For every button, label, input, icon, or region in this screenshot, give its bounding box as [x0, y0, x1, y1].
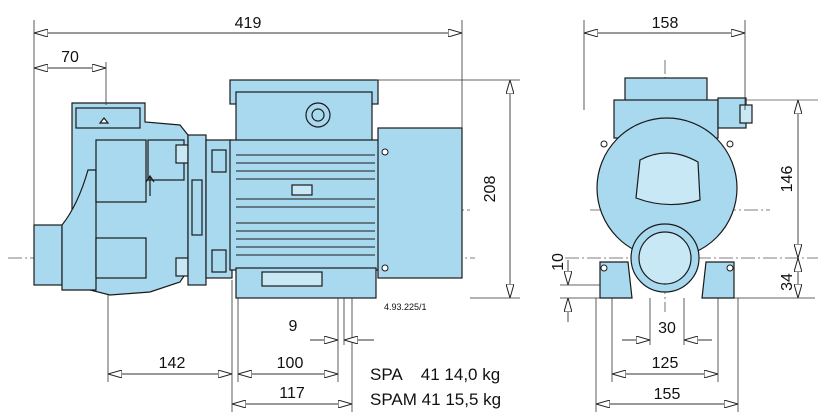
dimension-lines: [34, 33, 510, 404]
dim-foot-thickness: 10: [550, 253, 567, 271]
front-view: [560, 20, 818, 412]
motor-fins: [236, 154, 375, 256]
dim-base-height: 34: [779, 273, 796, 291]
dim-base-width: 155: [654, 386, 681, 403]
front-extension-lines: [560, 20, 815, 412]
drawing-reference: 4.93.225/1: [384, 302, 427, 312]
front-housing: [596, 77, 753, 299]
front-dimension-lines: [584, 33, 798, 404]
dim-slot-width: 30: [658, 320, 676, 337]
dim-hole-spacing-width: 125: [652, 355, 679, 372]
dim-overall-length: 419: [235, 15, 262, 32]
motor-body: [229, 79, 463, 299]
dim-axis-to-top: 146: [779, 166, 796, 193]
bracket: [187, 134, 233, 286]
model-row: SPAM 41 15,5 kg: [370, 390, 502, 409]
dim-width: 158: [652, 15, 679, 32]
dim-inlet-to-foot: 142: [159, 355, 186, 372]
dim-height: 208: [482, 176, 499, 203]
dim-inlet-offset: 70: [61, 49, 79, 66]
dim-base-length: 117: [279, 385, 305, 402]
dim-slot-length: 9: [289, 318, 298, 335]
side-view: [8, 20, 520, 412]
dim-hole-spacing-length: 100: [277, 355, 304, 372]
pump-casing: [33, 102, 189, 296]
